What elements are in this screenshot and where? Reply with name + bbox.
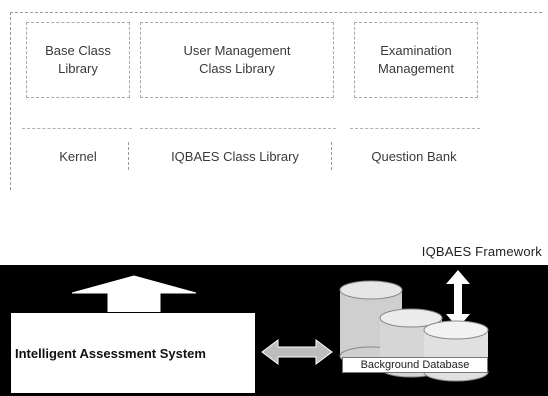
base-class-library-box: Base Class Library — [26, 22, 130, 98]
intelligent-assessment-system-label: Intelligent Assessment System — [15, 345, 206, 361]
background-database-label: Background Database — [342, 357, 488, 373]
base-class-library-line2: Library — [58, 61, 98, 76]
framework-label: IQBAES Framework — [421, 244, 542, 259]
framework-border-top — [10, 12, 542, 14]
intelligent-assessment-system-box: Intelligent Assessment System — [10, 312, 256, 394]
examination-management-line2: Management — [378, 61, 454, 76]
base-class-library-line1: Base Class — [45, 43, 111, 58]
kernel-label: Kernel — [59, 148, 97, 164]
vertical-double-arrow-icon — [446, 270, 470, 328]
up-arrow-icon — [71, 275, 197, 315]
row2-separator-right — [350, 128, 480, 129]
user-management-box: User Management Class Library — [140, 22, 334, 98]
iqbaes-class-library-label: IQBAES Class Library — [171, 148, 299, 164]
examination-management-box: Examination Management — [354, 22, 478, 98]
question-bank-label: Question Bank — [371, 148, 457, 164]
row2-separator-mid — [140, 128, 336, 129]
row2-divider-1 — [128, 142, 129, 170]
row2-divider-2 — [331, 142, 332, 170]
horizontal-double-arrow-icon — [261, 339, 333, 365]
row2-separator-left — [22, 128, 132, 129]
user-management-line1: User Management — [183, 43, 291, 58]
examination-management-line1: Examination — [380, 43, 452, 58]
framework-border-left — [10, 12, 12, 190]
user-management-line2: Class Library — [199, 61, 275, 76]
